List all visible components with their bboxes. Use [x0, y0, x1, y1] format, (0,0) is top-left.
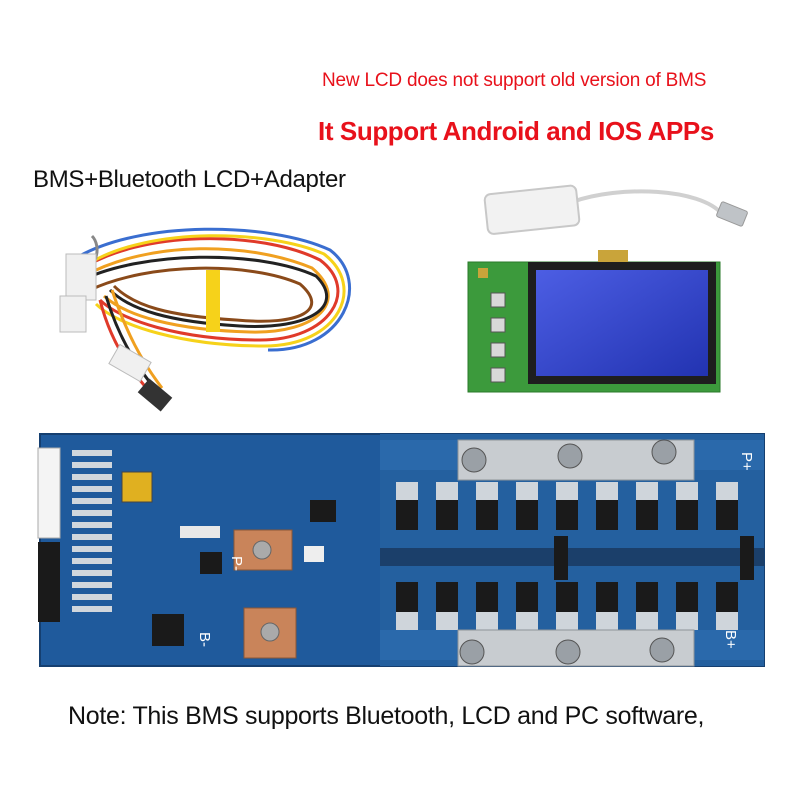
label-b-minus: B-	[196, 632, 213, 647]
label-b-plus: B+	[722, 630, 739, 649]
label-p-plus: P+	[738, 452, 755, 471]
lcd-module	[467, 250, 721, 393]
cable-tie	[206, 270, 220, 332]
usb-adapter	[483, 184, 748, 235]
apps-headline: It Support Android and IOS APPs	[318, 116, 714, 146]
warning-headline: New LCD does not support old version of …	[322, 70, 707, 91]
bms-board	[37, 433, 765, 667]
note-text: Note: This BMS supports Bluetooth, LCD a…	[68, 702, 705, 730]
kit-title: BMS+Bluetooth LCD+Adapter	[33, 166, 346, 193]
copper-busbar-b-minus	[243, 607, 297, 659]
label-p-minus: P-	[228, 556, 245, 571]
harness-connector	[65, 253, 97, 301]
